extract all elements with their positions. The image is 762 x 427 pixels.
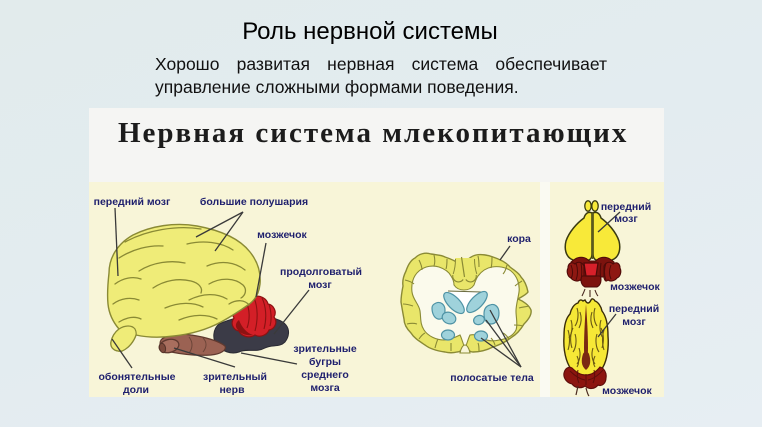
svg-text:зрительный: зрительный — [203, 371, 267, 383]
svg-text:кора: кора — [507, 233, 531, 245]
svg-text:мозжечок: мозжечок — [257, 229, 307, 241]
svg-text:полосатые тела: полосатые тела — [450, 372, 534, 384]
svg-text:передний: передний — [601, 201, 651, 213]
svg-text:большие полушария: большие полушария — [200, 196, 308, 208]
svg-text:мозга: мозга — [310, 382, 339, 394]
svg-text:бугры: бугры — [309, 356, 341, 368]
svg-text:мозжечок: мозжечок — [610, 281, 660, 293]
svg-text:обонятельные: обонятельные — [98, 371, 175, 383]
svg-text:мозжечок: мозжечок — [602, 385, 652, 397]
svg-text:передний: передний — [609, 303, 659, 315]
svg-text:Нервная система млекопитающих: Нервная система млекопитающих — [118, 117, 628, 149]
svg-text:зрительные: зрительные — [293, 343, 357, 355]
svg-text:среднего: среднего — [301, 369, 349, 381]
svg-text:нерв: нерв — [219, 384, 245, 396]
svg-text:мозг: мозг — [622, 316, 646, 328]
svg-text:продолговатый: продолговатый — [280, 266, 362, 278]
svg-text:мозг: мозг — [308, 279, 332, 291]
svg-text:мозг: мозг — [614, 213, 638, 225]
svg-text:доли: доли — [123, 384, 149, 396]
svg-text:передний мозг: передний мозг — [94, 196, 171, 208]
